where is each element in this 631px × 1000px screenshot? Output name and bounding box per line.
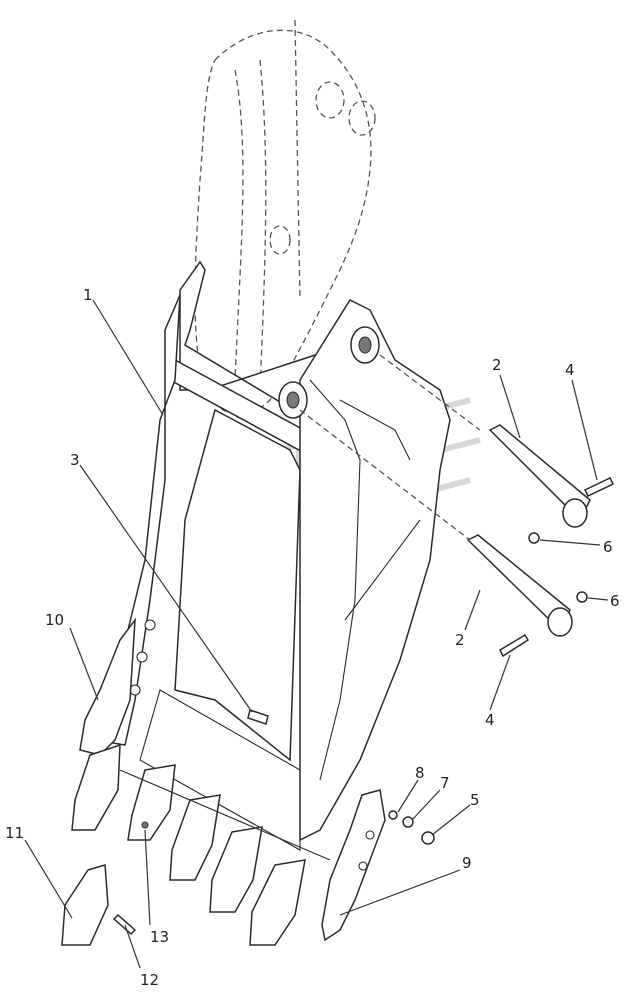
bucket-body — [93, 260, 451, 851]
nut-lower — [576, 591, 588, 603]
callout-5: 5 — [470, 791, 480, 809]
nut-upper — [528, 532, 540, 544]
callout-9: 9 — [462, 854, 472, 872]
callout-6-upper: 6 — [603, 538, 613, 556]
assembly-lines — [299, 354, 481, 541]
bucket-bolt — [247, 709, 269, 725]
callout-4-upper: 4 — [565, 361, 575, 379]
callout-8: 8 — [415, 764, 425, 782]
side-cutter-right — [321, 789, 386, 942]
washer-7 — [402, 816, 414, 828]
teeth-row — [71, 743, 331, 946]
callout-13: 13 — [150, 928, 169, 946]
leader-lines — [24, 299, 609, 969]
bucket-pin-upper — [488, 424, 591, 528]
arm-phantom-outline — [194, 19, 376, 415]
callout-2-lower: 2 — [455, 631, 465, 649]
loose-tooth — [61, 864, 109, 946]
callout-4-lower: 4 — [485, 711, 495, 729]
small-washer — [141, 821, 149, 829]
callout-2-upper: 2 — [492, 356, 502, 374]
callout-6-lower: 6 — [610, 592, 620, 610]
pin-bolt-lower — [499, 633, 530, 658]
callout-labels: 1 2 2 3 4 4 5 6 6 7 8 9 10 11 12 13 — [5, 286, 620, 989]
bucket-pin-lower — [466, 534, 573, 637]
callout-7: 7 — [440, 774, 450, 792]
pin-bolt-upper — [583, 477, 615, 497]
callout-10: 10 — [45, 611, 64, 629]
callout-1: 1 — [83, 286, 93, 304]
callout-12: 12 — [140, 971, 159, 989]
washer-8 — [388, 810, 398, 820]
nut-5 — [421, 831, 435, 845]
callout-3: 3 — [70, 451, 80, 469]
retaining-pin — [112, 913, 137, 936]
callout-11: 11 — [5, 824, 24, 842]
